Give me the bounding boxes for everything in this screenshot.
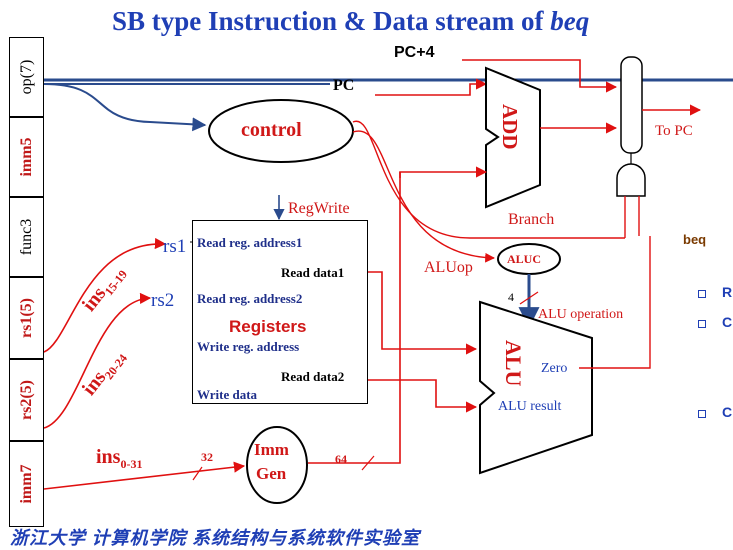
footer-text: 浙江大学 计算机学院 系统结构与系统软件实验室 (10, 528, 420, 548)
width-64-label: 64 (335, 452, 347, 466)
imm-gen-label-1: Imm (254, 440, 289, 459)
side-bullet-icon (698, 410, 706, 418)
imm-gen-label-2: Gen (256, 464, 287, 483)
side-item: R (722, 284, 733, 300)
op-to-control-wire (43, 83, 207, 132)
branch-label: Branch (508, 211, 555, 228)
field-op: op(7) (9, 37, 44, 117)
field-rs1: rs1(5) (9, 277, 44, 359)
field-rs2: rs2(5) (9, 359, 44, 441)
read-addr1-label: Read reg. address1 (197, 235, 303, 250)
aluop-wire (352, 130, 495, 263)
width-32-label: 32 (201, 450, 213, 464)
control-unit (208, 99, 354, 163)
side-bullet-icon (698, 320, 706, 328)
pc-plus4-label: PC+4 (394, 44, 435, 61)
side-bullet-icon (698, 290, 706, 298)
read-addr2-label: Read reg. address2 (197, 291, 303, 306)
registers-title: Registers (229, 317, 307, 336)
side-item: C (722, 314, 733, 330)
read-data1-label: Read data1 (281, 265, 345, 280)
rs2-label: rs2 (151, 290, 175, 311)
write-addr-label: Write reg. address (197, 339, 300, 354)
side-item: C (722, 404, 733, 420)
branch-wire (352, 120, 625, 239)
alu-result-label: ALU result (498, 399, 562, 414)
pc-plus4-wire (462, 59, 618, 93)
pc-label: PC (333, 77, 355, 94)
branch-and-gate (616, 163, 646, 197)
aluc-label: ALUC (507, 252, 542, 266)
aluop-label: ALUop (424, 259, 473, 276)
field-imm7: imm7 (9, 441, 44, 527)
regwrite-label: RegWrite (288, 200, 350, 217)
alu-unit (479, 300, 593, 475)
alu-width-label: 4 (508, 290, 514, 304)
rs1-label: rs1 (163, 236, 187, 257)
imm-gen-unit (246, 426, 308, 504)
field-imm5: imm5 (9, 117, 44, 197)
to-pc-label: To PC (655, 123, 693, 139)
write-data-label: Write data (197, 387, 258, 402)
pc-mux (620, 56, 643, 154)
slide-title: SB type Instruction & Data stream of beq (112, 6, 590, 36)
control-label: control (241, 119, 302, 141)
register-file: Read reg. address1 Read data1 Read reg. … (192, 220, 368, 404)
alu-label: ALU (501, 340, 526, 387)
ins-0-31-label: ins0-31 (96, 446, 143, 471)
zero-wire (579, 236, 651, 369)
field-func3: func3 (9, 197, 44, 277)
add-label: ADD (498, 104, 522, 150)
side-heading: beq (683, 232, 707, 247)
zero-label: Zero (541, 361, 568, 376)
alu-operation-label: ALU operation (538, 307, 624, 322)
pc-wire (375, 78, 488, 96)
read-data2-label: Read data2 (281, 369, 345, 384)
